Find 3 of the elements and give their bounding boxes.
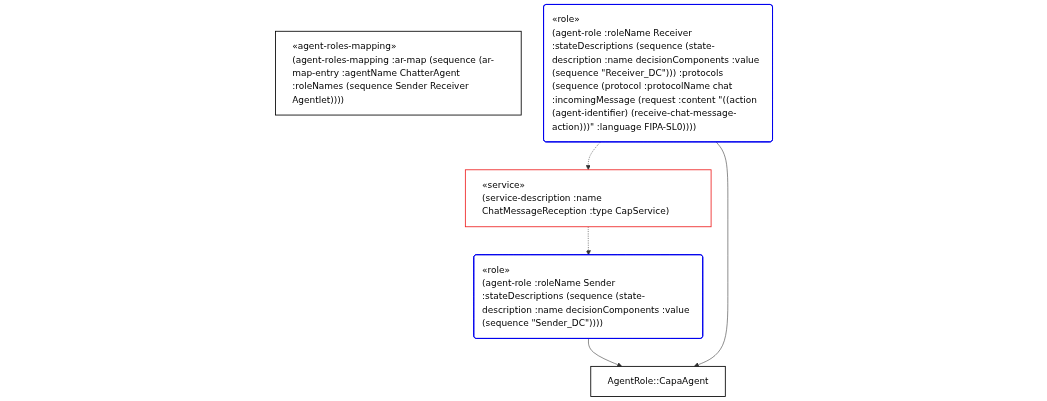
node-box: AgentRole::CapaAgent [589, 365, 726, 397]
node-box: «agent-roles-mapping» (agent-roles-mapping :ar-map (sequence (ar-map-entry :agentName ChatterAgent :roleNames (sequence Sender Receiver Agentlet)))) [274, 30, 522, 116]
node-box: «service» (service-description :name ChatMessageReception :type CapService) [464, 169, 711, 228]
